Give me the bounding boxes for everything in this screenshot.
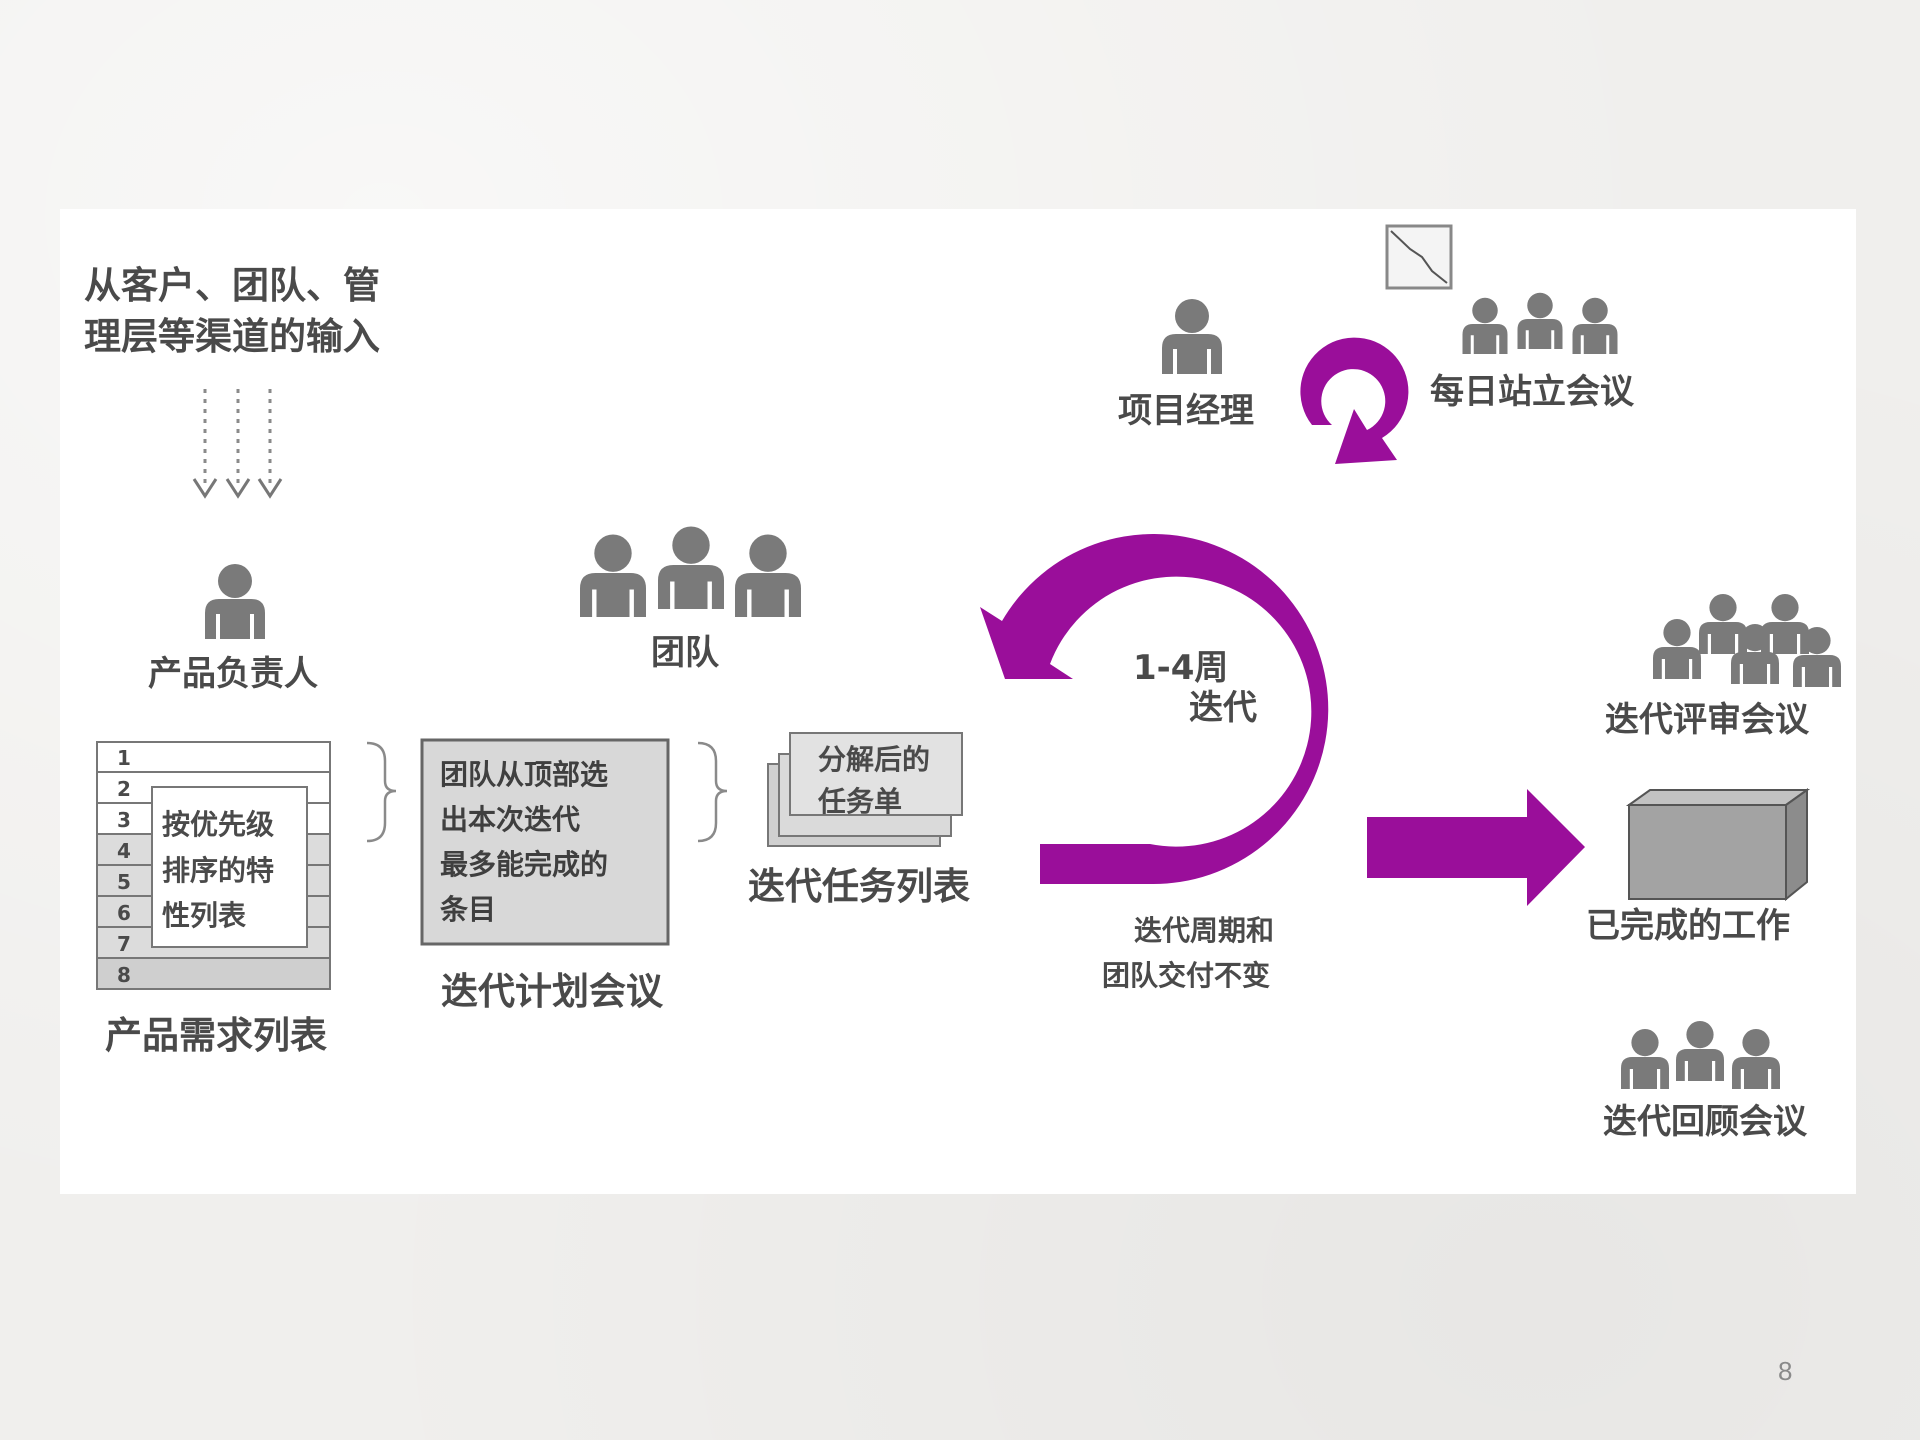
burndown-chart-icon [1385,224,1453,290]
sprint-planning-box [420,738,670,946]
sprint-review-label: 迭代评审会议 [1605,700,1809,740]
backlog-note-line1: 按优先级 [162,808,275,841]
backlog-note-line2: 排序的特 [162,854,275,887]
backlog-row-number: 1 [117,746,131,770]
team-label: 团队 [651,633,719,673]
planning-text-line3: 最多能完成的 [440,848,609,881]
product-owner-label: 产品负责人 [148,654,318,694]
backlog-row-number: 2 [117,777,131,801]
backlog-row-number: 7 [117,932,131,956]
backlog-row-number: 3 [117,808,131,832]
planning-text-line2: 出本次迭代 [440,803,581,836]
sprint-retrospective-label: 迭代回顾会议 [1603,1102,1807,1142]
sprint-planning-label: 迭代计划会议 [441,970,663,1013]
scrum-diagram-panel: 从客户、团队、管 理层等渠道的输入 产品负责人 团队 1 2 3 4 5 6 7… [60,209,1856,1194]
daily-standup-people-icon [1462,292,1618,354]
completed-work-label: 已完成的工作 [1586,906,1790,946]
project-manager-person-icon [1162,299,1222,374]
task-cards-stack [767,732,963,847]
task-card-text-line1: 分解后的 [818,743,931,776]
retrospective-people-icon [1621,1021,1780,1089]
product-backlog-table [96,741,331,990]
slide-page-number: 8 [1778,1356,1793,1386]
task-card-text-line2: 任务单 [818,785,903,818]
scrum-diagram-graphics [96,224,1841,1089]
sprint-backlog-label: 迭代任务列表 [748,865,970,908]
planning-text-line1: 团队从顶部选 [440,758,609,791]
team-people-icon [580,526,801,617]
sprint-length-label: 1-4周 [1133,648,1229,688]
brace-bracket-icon [366,741,728,843]
backlog-row-number: 4 [117,839,131,863]
completed-work-box [1625,788,1811,902]
backlog-row-number: 5 [117,870,131,894]
daily-standup-label: 每日站立会议 [1430,372,1634,412]
project-manager-label: 项目经理 [1118,391,1254,431]
sprint-cycle-arrow [980,337,1409,885]
review-people-icon [1653,594,1841,687]
input-arrow-heads [192,478,283,499]
planning-text-line4: 条目 [440,893,497,926]
input-dashed-arrows [203,389,272,487]
backlog-note-line3: 性列表 [162,899,247,932]
input-sources-text-line2: 理层等渠道的输入 [84,315,380,358]
cycle-note-line2: 团队交付不变 [1102,959,1271,992]
product-backlog-label: 产品需求列表 [105,1014,327,1057]
product-owner-person-icon [205,564,265,639]
delivery-arrow [1367,789,1585,906]
backlog-row-number: 6 [117,901,131,925]
input-sources-text-line1: 从客户、团队、管 [84,264,380,307]
sprint-iteration-label: 迭代 [1189,688,1257,728]
cycle-note-line1: 迭代周期和 [1134,914,1275,947]
backlog-row-number: 8 [117,963,131,987]
